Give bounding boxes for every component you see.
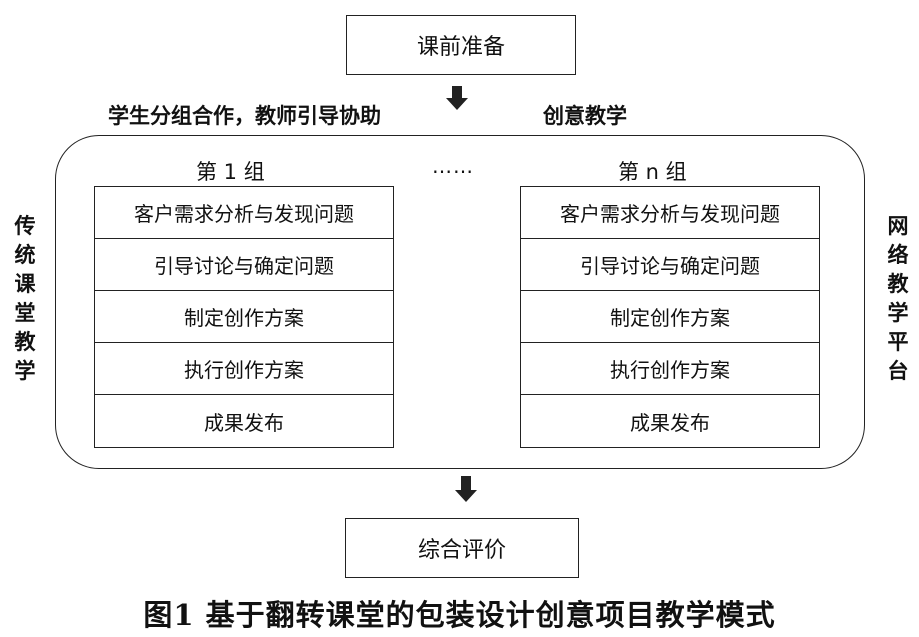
collaboration-label: 学生分组合作，教师引导协助: [108, 104, 381, 128]
step-publish-results: 成果发布: [204, 410, 284, 435]
group-n-title: 第 n 组: [618, 160, 687, 184]
step-guided-discussion: 引导讨论与确定问题: [521, 239, 819, 291]
figure-caption: 图1 基于翻转课堂的包装设计创意项目教学模式: [143, 598, 776, 632]
step-guided-discussion: 引导讨论与确定问题: [95, 239, 393, 291]
step-create-plan: 制定创作方案: [521, 291, 819, 343]
online-platform-label: 网络教学平台: [887, 214, 909, 383]
evaluation-box: 综合评价: [345, 518, 579, 578]
step-execute-plan: 执行创作方案: [521, 343, 819, 395]
evaluation-box-label: 综合评价: [417, 538, 506, 563]
step-requirement-analysis: 客户需求分析与发现问题: [521, 187, 819, 239]
traditional-classroom-label: 传统课堂教学: [14, 214, 36, 383]
step-execute-plan: 执行创作方案: [95, 343, 393, 395]
down-arrow-icon: [454, 476, 478, 502]
step-publish-results: 成果发布: [630, 410, 710, 435]
creative-teaching-label: 创意教学: [543, 104, 627, 128]
down-arrow-icon: [445, 86, 469, 110]
step-requirement-analysis: 客户需求分析与发现问题: [95, 187, 393, 239]
prep-box-label: 课前准备: [416, 35, 505, 60]
group-1-title: 第 1 组: [196, 160, 265, 184]
ellipsis: ……: [432, 154, 474, 178]
group-n-steps: 客户需求分析与发现问题 引导讨论与确定问题 制定创作方案 执行创作方案 成果发布: [520, 186, 820, 448]
teaching-container: [55, 135, 865, 469]
step-create-plan: 制定创作方案: [95, 291, 393, 343]
prep-box: 课前准备: [346, 15, 576, 75]
group-1-steps: 客户需求分析与发现问题 引导讨论与确定问题 制定创作方案 执行创作方案 成果发布: [94, 186, 394, 448]
